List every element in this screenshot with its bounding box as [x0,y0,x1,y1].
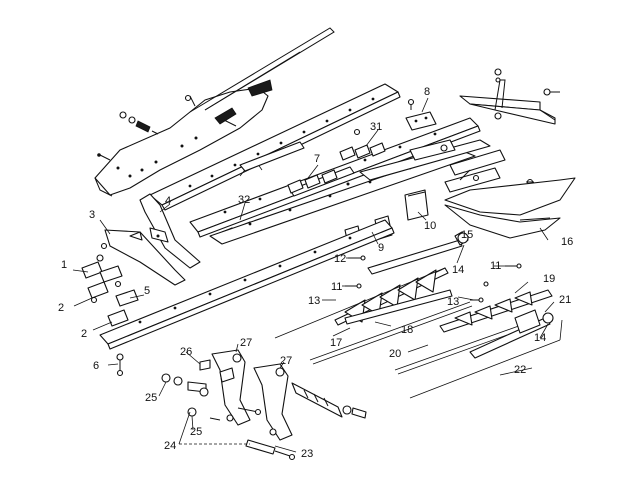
callout-2: 2 [81,328,87,340]
callout-14: 14 [534,332,546,344]
callout-6: 6 [93,360,99,372]
callout-10: 10 [424,220,436,232]
callout-1: 1 [61,259,67,271]
callout-26: 26 [180,346,192,358]
callout-17: 17 [330,337,342,349]
part-15-knife [367,231,469,275]
callout-16: 16 [561,236,573,248]
callout-15: 15 [461,229,473,241]
part-19-knife-right [439,289,553,333]
callout-11: 11 [331,281,342,293]
callout-4: 4 [165,195,171,207]
callout-9: 9 [378,242,384,254]
arm-bolts [209,407,262,421]
callout-13: 13 [447,296,459,308]
callout-22: 22 [514,364,526,376]
callout-5: 5 [144,285,150,297]
callout-19: 19 [543,273,555,285]
callout-18: 18 [401,324,413,336]
callout-21: 21 [559,294,571,306]
part-10-plate [404,189,429,221]
part-22-frame [409,319,563,399]
part-16-shield [444,177,576,239]
callout-8: 8 [424,86,430,98]
callout-13: 13 [308,295,320,307]
drive-shaft [291,382,367,419]
lower-long-bar [99,219,395,350]
part-4-bracket [139,193,201,269]
part-27-arms [211,349,293,441]
part-21-guard [469,309,554,359]
leader-lines [72,97,555,453]
divider-frame [94,27,335,197]
callout-27: 27 [240,337,252,349]
callout-2: 2 [58,302,64,314]
callout-32: 32 [238,194,250,206]
callout-27: 27 [280,355,292,367]
callout-23: 23 [301,448,313,460]
callout-3: 3 [89,209,95,221]
part-24-26-hardware [161,359,211,417]
part-31-clips [339,128,386,161]
divider-hardware [97,94,237,161]
callout-24: 24 [164,440,176,452]
callout-20: 20 [389,348,401,360]
callout-12: 12 [334,253,346,265]
part-3-bracket [104,229,186,286]
top-right-bracket [459,68,560,125]
callout-7: 7 [314,153,320,165]
callout-25: 25 [190,426,202,438]
callout-11: 11 [490,260,501,272]
callout-25: 25 [145,392,157,404]
part-17-guard [344,289,453,325]
left-small-plates [81,242,139,377]
part-7-clips [287,169,355,194]
callout-14: 14 [452,264,464,276]
right-long-bar [359,139,534,193]
callout-31: 31 [370,121,382,133]
callout-labels: 1 2 2 3 4 5 6 7 8 9 10 11 11 12 13 13 14… [58,86,573,460]
part-8-plate [405,98,437,131]
